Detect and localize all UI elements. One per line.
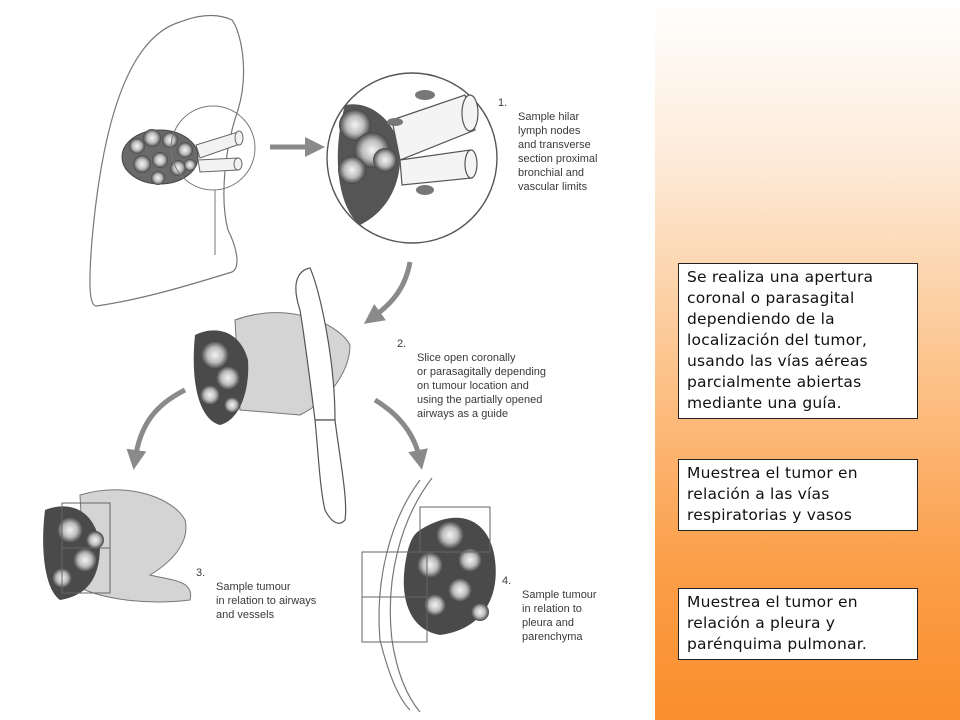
diagram-illustration (43, 14, 498, 713)
step-1-label: 1. Sample hilar lymph nodes and transver… (498, 97, 598, 193)
pathology-diagram: 1. Sample hilar lymph nodes and transver… (43, 14, 598, 713)
hilar-airways-small (195, 130, 244, 173)
note-pleura-sample: Muestrea el tumor en relación a pleura y… (678, 588, 918, 660)
pleura-sample-specimen (361, 477, 496, 713)
knife (295, 267, 347, 524)
step-4-label: 4. Sample tumour in relation to pleura a… (502, 575, 597, 643)
lung-tumour (121, 129, 199, 185)
step-3-label: 3. Sample tumour in relation to airways … (196, 567, 317, 621)
note-airways-sample: Muestrea el tumor en relación a las vías… (678, 459, 918, 531)
side-panel: Se realiza una apertura coronal o parasa… (655, 0, 960, 720)
arrow-curved-right (373, 397, 428, 470)
magnified-airways (391, 94, 479, 186)
step-2-label: 2. Slice open coronally or parasagitally… (397, 338, 547, 420)
magnified-tumour (337, 104, 401, 225)
airway-sample-specimen (43, 489, 192, 603)
arrow-curved-down (363, 261, 413, 324)
note-coronal-opening: Se realiza una apertura coronal o parasa… (678, 263, 918, 419)
hilum-highlight-circle (170, 105, 256, 191)
lung-outline (89, 14, 245, 307)
arrow-curved-left (126, 387, 187, 470)
